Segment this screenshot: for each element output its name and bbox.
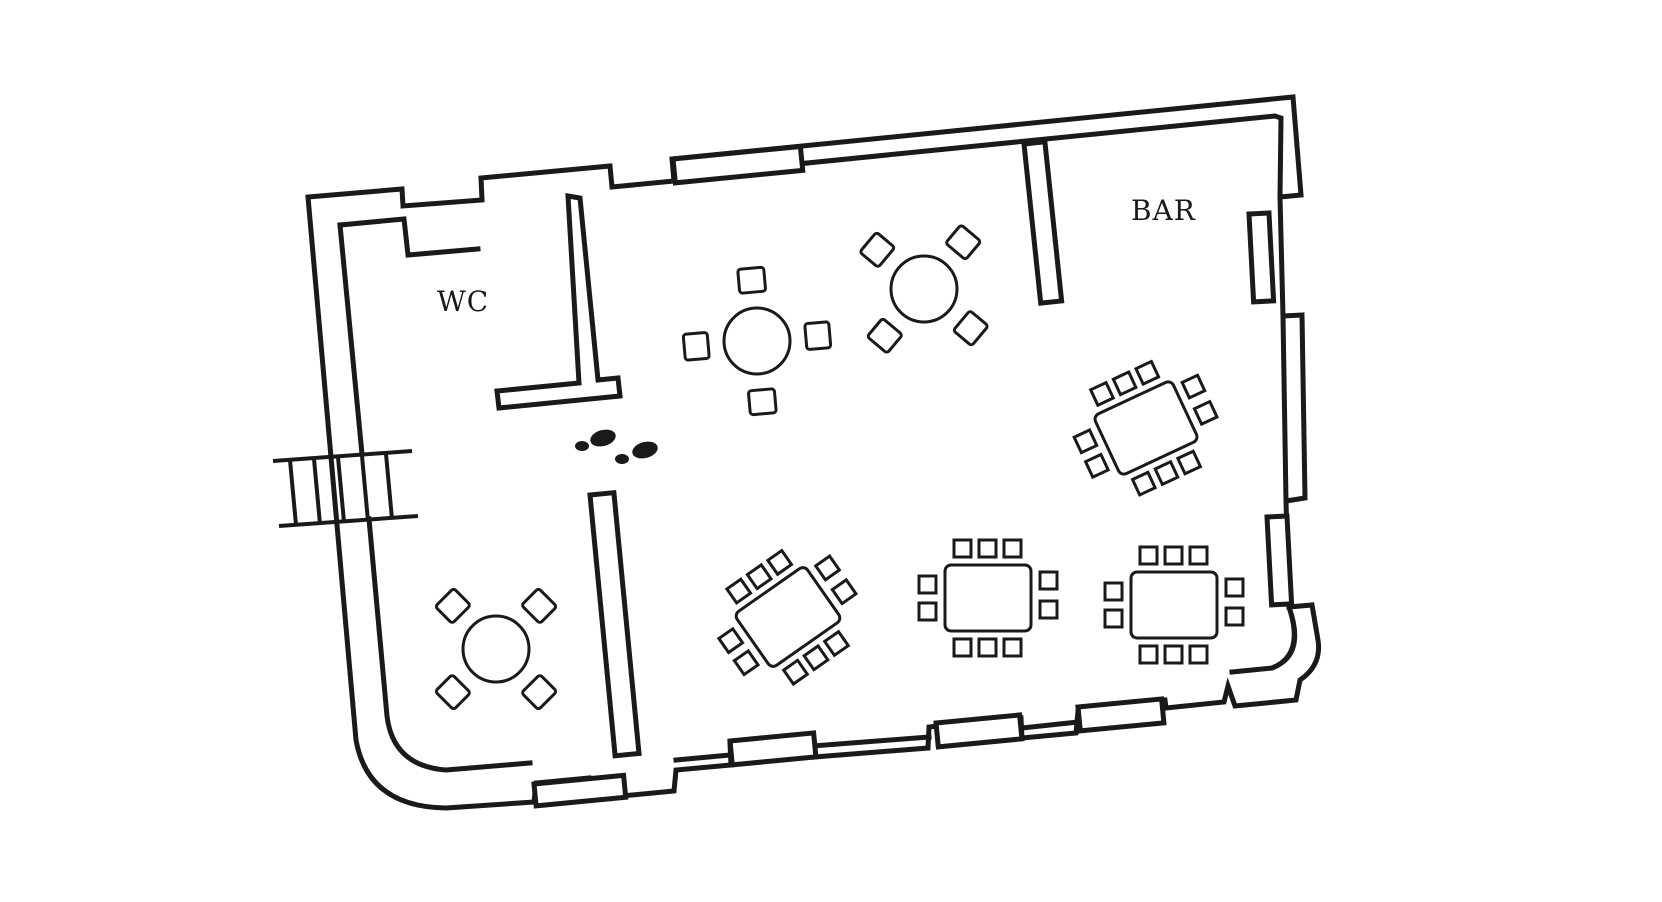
window-south-3	[1075, 696, 1167, 734]
rectangular-table	[716, 548, 859, 687]
partitions	[494, 139, 1065, 759]
window-east-2	[1264, 513, 1295, 608]
hall-partition	[587, 489, 642, 759]
step-rail-bottom	[278, 514, 419, 528]
wc-partition	[494, 193, 623, 411]
step-4	[360, 455, 370, 522]
footprints-icon	[575, 429, 658, 464]
bar-partition	[1021, 139, 1065, 306]
window-south-1	[727, 730, 819, 768]
window-south-west	[531, 772, 629, 809]
inner-wall-west-upper	[337, 222, 365, 457]
rectangular-table	[1103, 545, 1245, 665]
inner-wall-west-lower	[366, 516, 533, 773]
step-2	[312, 458, 322, 525]
round-table	[681, 265, 833, 417]
round-table	[434, 587, 558, 711]
inner-wall-west-top	[337, 216, 481, 258]
room-label-wc: WC	[437, 285, 489, 318]
entrance-steps	[272, 449, 419, 528]
step-1	[288, 459, 298, 526]
inner-wall-north	[675, 113, 1284, 200]
window-east-1	[1246, 210, 1277, 305]
rectangular-table	[1072, 359, 1219, 497]
inner-wall-south	[673, 719, 1081, 763]
room-label-bar: BAR	[1131, 194, 1196, 227]
inner-wall-east-mid	[1280, 313, 1289, 504]
step-rail-top	[272, 449, 413, 463]
window-south-2	[933, 712, 1025, 750]
outer-walls	[305, 94, 1322, 811]
window-north-1	[670, 143, 806, 186]
step-3	[336, 456, 346, 523]
rectangular-table	[917, 538, 1059, 658]
inner-wall-east-corner	[1229, 603, 1298, 675]
round-table	[859, 224, 989, 354]
step-5	[384, 453, 394, 520]
windows	[531, 143, 1295, 809]
